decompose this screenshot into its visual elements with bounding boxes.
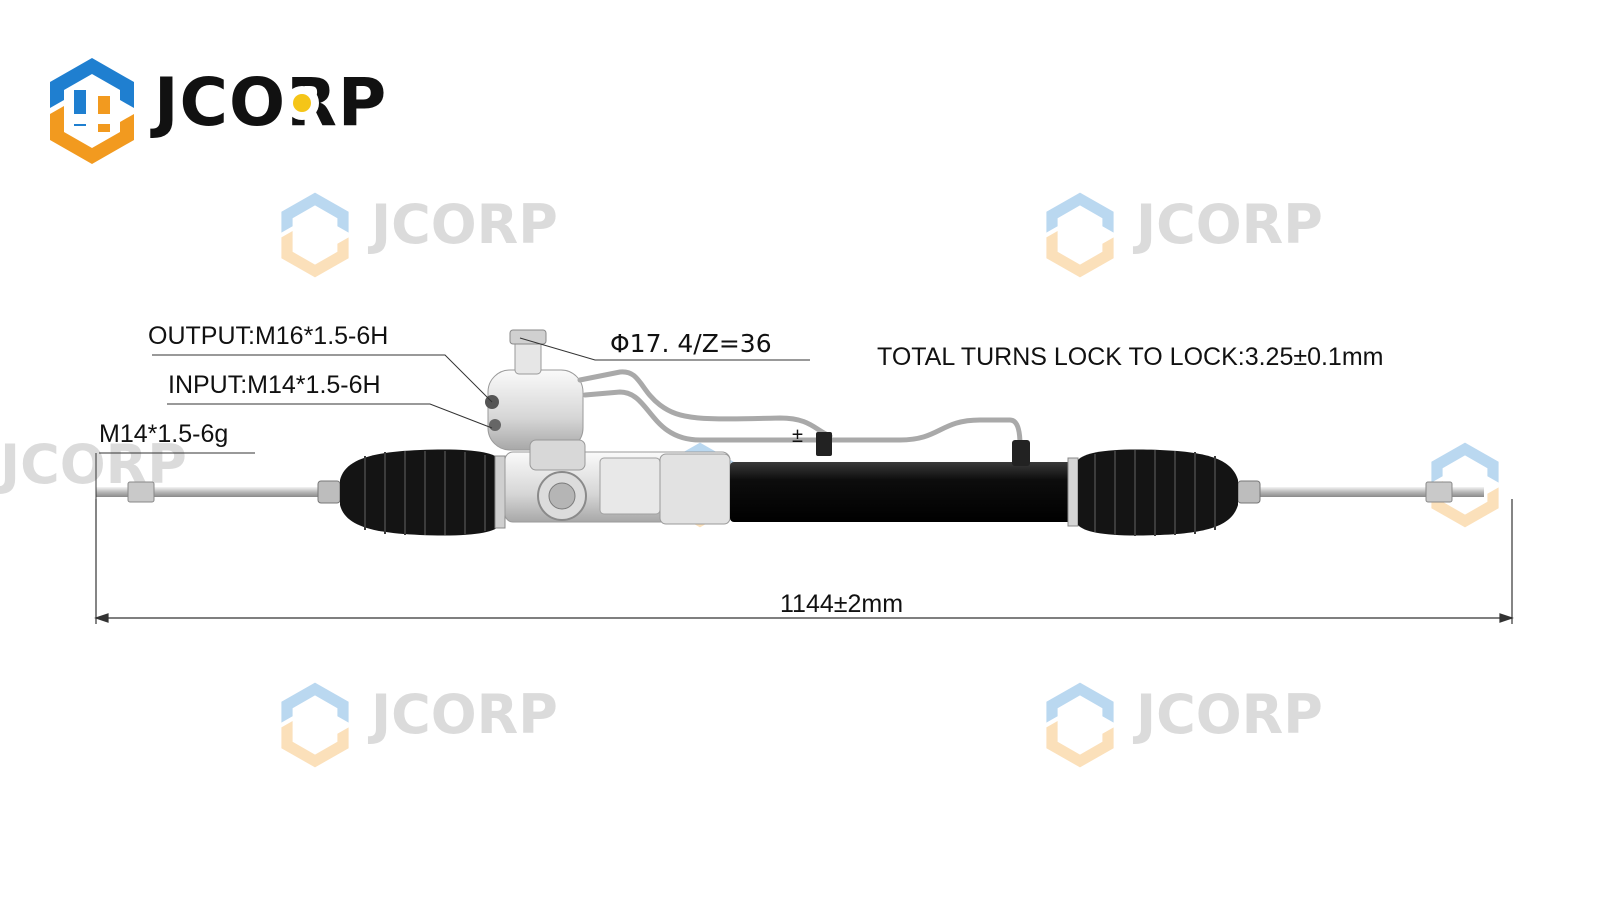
- watermark-text: JCORP: [1136, 193, 1323, 256]
- input-thread-label: INPUT:M14*1.5-6H: [168, 371, 381, 399]
- jcorp-logo-icon: [281, 682, 349, 768]
- power-cylinder-tube: [730, 457, 1079, 527]
- jcorp-logo-icon: [50, 58, 134, 164]
- logo-o-dot-icon: [285, 86, 319, 120]
- right-tie-rod: [1237, 480, 1484, 504]
- output-thread-label: OUTPUT:M16*1.5-6H: [148, 322, 389, 350]
- turns-lock-to-lock-label: TOTAL TURNS LOCK TO LOCK:3.25±0.1mm: [877, 343, 1384, 371]
- jcorp-logo-icon: [1046, 192, 1114, 278]
- pm-mark-label: ±: [792, 425, 803, 447]
- rack-housing: [504, 451, 731, 525]
- watermark: JCORP: [0, 430, 187, 530]
- watermark: JCORP: [1040, 190, 1340, 290]
- output-leader-line: [152, 354, 493, 403]
- jcorp-logo-icon: [1046, 682, 1114, 768]
- watermark: JCORP: [275, 680, 575, 780]
- brand-logo: JCORP: [42, 56, 402, 166]
- hydraulic-pipes: [577, 369, 1023, 448]
- pinion-valve-body: [485, 329, 586, 471]
- dimension-arrow-icon: [94, 613, 109, 623]
- pinion-spec-label: Φ17. 4/Z=36: [610, 329, 772, 358]
- pipe-fittings: [816, 432, 1030, 466]
- watermark: [1425, 440, 1600, 540]
- overall-length-label: 1144±2mm: [780, 590, 904, 618]
- left-bellows-boot: [340, 449, 506, 536]
- watermark-text: JCORP: [1136, 683, 1323, 746]
- watermark-text: JCORP: [371, 683, 558, 746]
- left-tie-rod: [96, 480, 341, 504]
- watermark: JCORP: [275, 190, 575, 290]
- right-bellows-boot: [1078, 449, 1238, 536]
- dimension-arrow-icon: [1499, 613, 1514, 623]
- overall-length-dimension: [94, 499, 1514, 624]
- pinion-leader-line: [519, 337, 810, 361]
- watermark-text: JCORP: [371, 193, 558, 256]
- jcorp-logo-icon: [281, 192, 349, 278]
- input-leader-line: [167, 403, 493, 429]
- watermark-text: JCORP: [0, 433, 187, 496]
- jcorp-logo-icon: [1431, 442, 1499, 528]
- watermark: JCORP: [1040, 680, 1340, 780]
- tie-rod-thread-label: M14*1.5-6g: [99, 420, 229, 448]
- brand-name: JCORP: [154, 64, 388, 141]
